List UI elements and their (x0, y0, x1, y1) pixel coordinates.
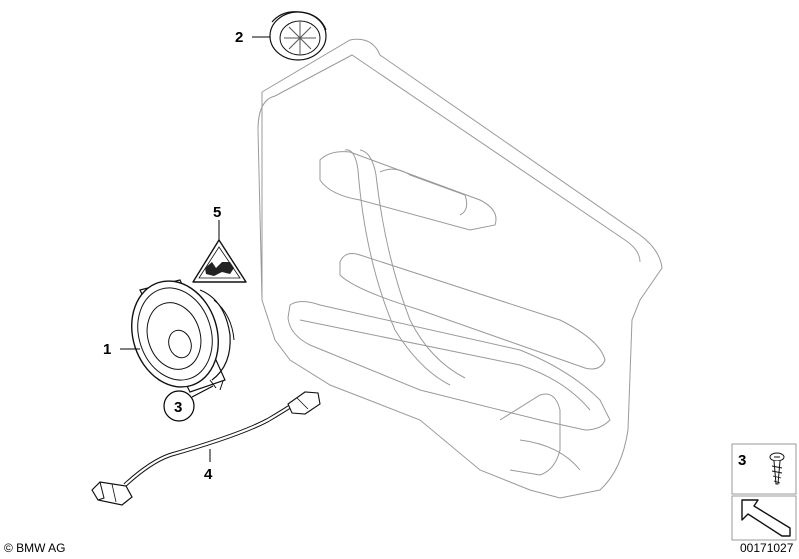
legend-part-number: 3 (738, 452, 746, 469)
copyright-text: © BMW AG (4, 541, 66, 555)
loudspeaker-part (131, 279, 235, 393)
callout-3-circle (163, 390, 195, 422)
warning-label-part (192, 239, 247, 283)
door-trim-panel (257, 38, 663, 499)
callout-5: 5 (213, 204, 221, 221)
image-number-text: 00171027 (740, 541, 794, 555)
leader-line-3 (191, 385, 214, 398)
legend-box: 3 (731, 443, 797, 495)
arrow-icon (741, 499, 791, 537)
tweeter-part (269, 11, 327, 61)
direction-arrow-box (731, 495, 797, 541)
callout-2: 2 (235, 29, 243, 46)
callout-1: 1 (103, 341, 111, 358)
screw-icon (769, 452, 785, 485)
callout-3: 3 (174, 399, 182, 416)
wiring-harness-part (91, 391, 321, 506)
callout-4: 4 (204, 466, 213, 483)
